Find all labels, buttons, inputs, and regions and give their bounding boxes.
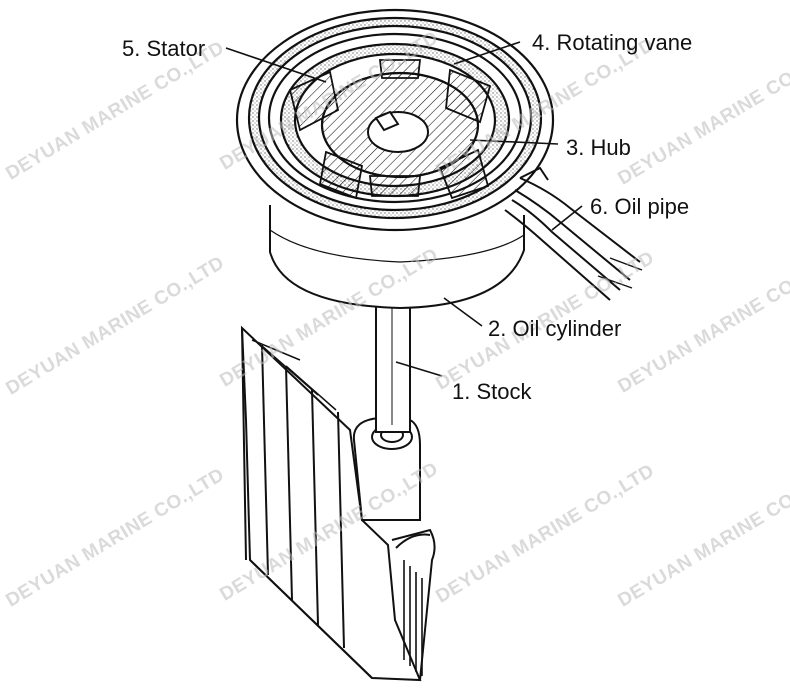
label-oil-cylinder: 2. Oil cylinder — [488, 316, 622, 341]
label-stator: 5. Stator — [122, 36, 206, 61]
leader-stator — [225, 47, 327, 83]
leader-lines — [225, 41, 583, 377]
rudder-blade — [240, 325, 422, 682]
oil-cylinder — [269, 205, 525, 310]
leader-rotating-vane — [453, 41, 521, 65]
hub — [320, 71, 480, 179]
label-hub: 3. Hub — [566, 135, 631, 160]
leader-oil-cylinder — [443, 297, 483, 327]
leader-hub — [469, 139, 559, 145]
leader-oil-pipe — [551, 205, 583, 231]
label-oil-pipe: 6. Oil pipe — [590, 194, 690, 219]
label-rotating-vane: 4. Rotating vane — [532, 30, 693, 55]
leader-stock — [395, 361, 443, 377]
rudder-stock — [375, 299, 411, 433]
label-stock: 1. Stock — [452, 379, 532, 404]
oil-pipes — [504, 166, 643, 301]
